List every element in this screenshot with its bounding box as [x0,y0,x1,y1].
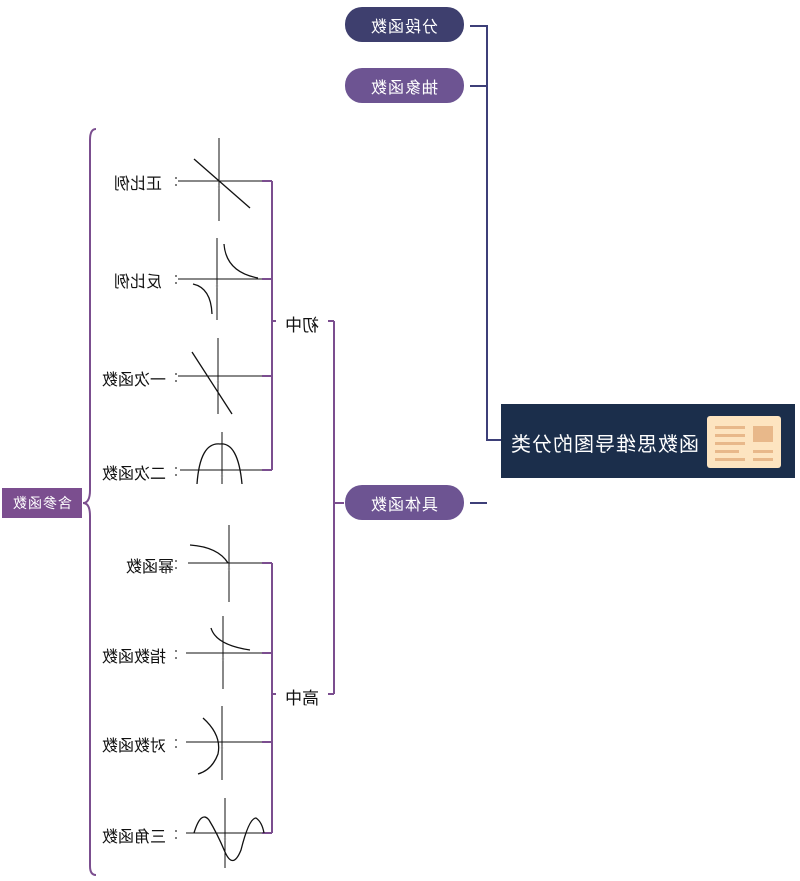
root-node[interactable]: 函数思维导图的分类 [501,404,795,478]
exponential-graph-icon [186,616,262,689]
logarithmic-graph-icon [186,706,262,780]
proportional-graph-icon [178,138,262,221]
sine-graph-icon [186,798,265,868]
branch-concrete-function[interactable]: 具体函数 [345,485,464,520]
hyperbola-graph-icon [178,238,262,320]
summary-label: 含参函数 [12,496,72,512]
document-icon [707,416,781,468]
branch-connector [82,128,344,876]
branch-piecewise-function[interactable]: 分段函数 [345,7,464,42]
power-graph-icon [188,525,262,602]
branch-abstract-function[interactable]: 抽象函数 [345,68,464,103]
linear-graph-icon [178,338,262,415]
summary-parametric-function[interactable]: 含参函数 [2,488,82,518]
root-connector [470,25,501,504]
